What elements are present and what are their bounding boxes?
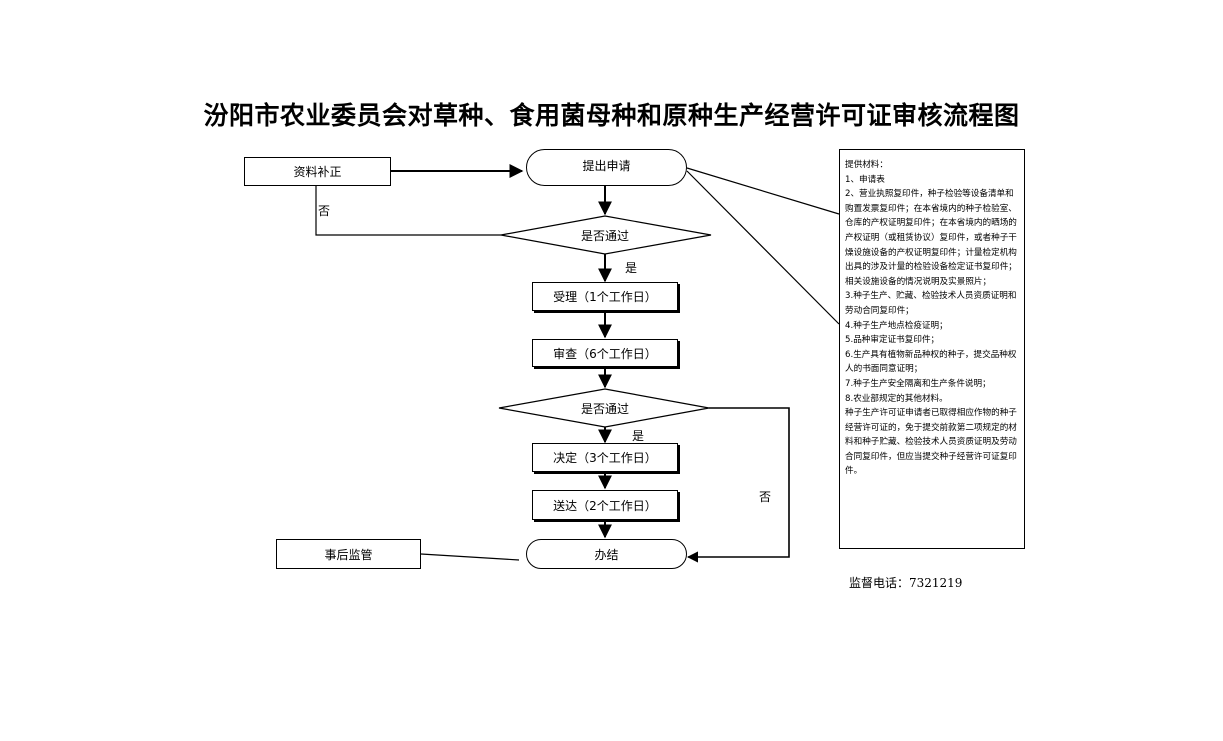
- accept-node: 受理（1个工作日）: [532, 282, 678, 311]
- check1-label: 是否通过: [580, 228, 629, 243]
- materials-line: 8.农业部规定的其他材料。: [845, 393, 948, 404]
- arrow-finish-to-supervise: [420, 553, 520, 561]
- review-node: 审查（6个工作日）: [532, 339, 678, 367]
- materials-line: 提供材料：: [845, 160, 888, 170]
- page-title: 汾阳市农业委员会对草种、食用菌母种和原种生产经营许可证审核流程图: [203, 101, 1020, 130]
- apply-node: 提出申请: [526, 149, 687, 186]
- finish-node: 办结: [526, 539, 687, 569]
- callout-line-bottom: [686, 170, 840, 325]
- materials-line: 5.品种审定证书复印件；: [845, 335, 940, 346]
- deliver-node: 送达（2个工作日）: [532, 490, 678, 520]
- review-label: 审查（6个工作日）: [553, 346, 657, 361]
- check2-label-box: 是否通过: [560, 400, 650, 416]
- accept-label: 受理（1个工作日）: [553, 290, 657, 304]
- arrow-reject-to-finish: [686, 407, 790, 563]
- materials-line: 7.种子生产安全隔离和生产条件说明；: [845, 378, 991, 389]
- supervise-node: 事后监管: [276, 539, 421, 569]
- callout-line-top: [686, 167, 840, 215]
- edge-label-yes-1: 是: [625, 261, 638, 275]
- materials-line: 4.种子生产地点检疫证明；: [845, 320, 948, 331]
- deliver-label: 送达（2个工作日）: [553, 498, 657, 513]
- edge-label-no-2: 否: [759, 490, 772, 504]
- materials-line: 3.种子生产、贮藏、检验技术人员资质证明和劳动合同复印件；: [845, 291, 1017, 316]
- decide-node: 决定（3个工作日）: [532, 443, 678, 472]
- check2-label: 是否通过: [580, 401, 629, 416]
- apply-label: 提出申请: [582, 159, 631, 173]
- materials-line: 1、申请表: [845, 174, 885, 185]
- materials-line: 6.生产具有植物新品种权的种子，提交品种权人的书面同意证明；: [845, 349, 1017, 375]
- materials-line: 2、营业执照复印件，种子检验等设备清单和购置发票复印件；在本省境内的种子检验室、…: [845, 189, 1017, 287]
- supervision-phone: 监督电话：7321219: [849, 576, 963, 590]
- arrow-reject-to-supplement: [315, 186, 501, 236]
- edge-label-no-1: 否: [318, 204, 331, 218]
- materials-line: 种子生产许可证申请者已取得相应作物的种子经营许可证的，免于提交前款第二项规定的材…: [845, 408, 1017, 477]
- supervise-label: 事后监管: [324, 547, 373, 562]
- finish-label: 办结: [594, 547, 619, 562]
- materials-box: 提供材料： 1、申请表 2、营业执照复印件，种子检验等设备清单和购置发票复印件；…: [839, 149, 1025, 549]
- supplement-label: 资料补正: [293, 165, 342, 179]
- supplement-node: 资料补正: [244, 157, 391, 186]
- decide-label: 决定（3个工作日）: [553, 451, 657, 465]
- check1-label-box: 是否通过: [560, 227, 650, 243]
- edge-label-yes-2: 是: [632, 429, 645, 443]
